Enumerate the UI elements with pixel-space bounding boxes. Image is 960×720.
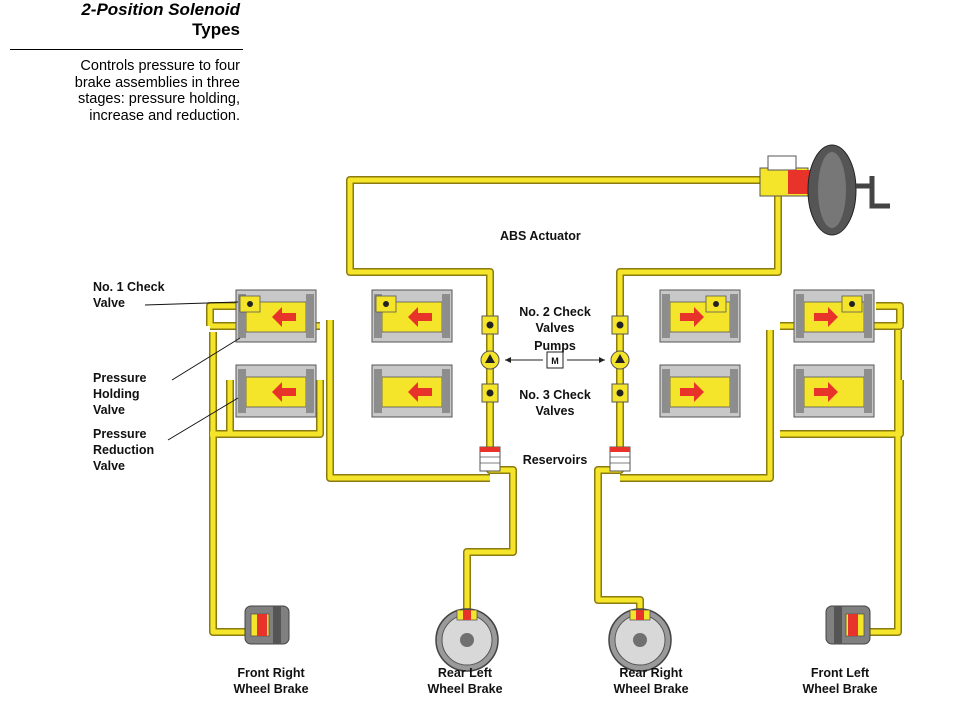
- no2-check-valves-label: Valves: [536, 321, 575, 335]
- front-right-brake-icon: [244, 605, 290, 645]
- motor-label: M: [551, 356, 559, 366]
- no2-check-valve-right: [611, 315, 629, 335]
- rear-left-label: Rear Left: [438, 666, 493, 680]
- rear-left-label: Wheel Brake: [427, 682, 502, 696]
- no3-check-valves-label: No. 3 Check: [519, 388, 591, 402]
- pressure-holding-valve-3: [659, 289, 741, 343]
- master-cylinder-booster: [759, 144, 890, 236]
- rear-right-label: Wheel Brake: [613, 682, 688, 696]
- rear-left-brake-icon: [435, 608, 499, 672]
- title-line-2: Types: [192, 20, 240, 39]
- rear-right-brake-icon: [608, 608, 672, 672]
- description-line: brake assemblies in three: [74, 74, 240, 91]
- hydraulic-lines: [207, 177, 903, 635]
- pressure-reduction-valve-1: [235, 364, 317, 418]
- pump-motor: [505, 351, 605, 369]
- pumps-label: Pumps: [534, 339, 576, 353]
- front-right-label: Wheel Brake: [233, 682, 308, 696]
- front-right-label: Front Right: [237, 666, 305, 680]
- check-valve-1-label: No. 1 Check: [93, 280, 165, 294]
- pressure-reduction-label: Reduction: [93, 443, 154, 457]
- no3-check-valve-left: [481, 383, 499, 403]
- rear-right-label: Rear Right: [619, 666, 683, 680]
- page-heading: 2-Position Solenoid Types: [10, 0, 243, 50]
- pressure-reduction-valve-2: [371, 364, 453, 418]
- valve-group-right: [659, 289, 875, 418]
- pressure-reduction-label: Valve: [93, 459, 125, 473]
- description-line: stages: pressure holding,: [77, 91, 240, 107]
- no3-check-valve-right: [611, 383, 629, 403]
- reservoirs-label: Reservoirs: [523, 453, 588, 467]
- description-line: increase and reduction.: [89, 107, 240, 124]
- pressure-holding-label: Pressure: [93, 371, 147, 385]
- reservoir-right: [609, 446, 631, 472]
- abs-actuator-label: ABS Actuator: [500, 229, 581, 243]
- no2-check-valve-left: [481, 315, 499, 335]
- pressure-reduction-label: Pressure: [93, 427, 147, 441]
- front-left-label: Wheel Brake: [802, 682, 877, 696]
- pressure-reduction-valve-4: [793, 364, 875, 418]
- front-left-brake-icon: [825, 605, 871, 645]
- pump-right: [610, 350, 630, 370]
- reservoir-left: [479, 446, 501, 472]
- title-line-1: 2-Position Solenoid: [81, 0, 240, 19]
- check-valve-1-label: Valve: [93, 296, 125, 310]
- leader-lines: [144, 301, 241, 441]
- heading-divider: [10, 49, 243, 50]
- front-left-label: Front Left: [811, 666, 870, 680]
- pressure-holding-label: Valve: [93, 403, 125, 417]
- no2-check-valves-label: No. 2 Check: [519, 305, 591, 319]
- description: Controls pressure to four brake assembli…: [20, 58, 240, 124]
- pressure-reduction-valve-3: [659, 364, 741, 418]
- pump-left: [480, 350, 500, 370]
- valve-group-left: [235, 289, 453, 418]
- no3-check-valves-label: Valves: [536, 404, 575, 418]
- description-line: Controls pressure to four: [80, 58, 240, 74]
- pressure-holding-label: Holding: [93, 387, 140, 401]
